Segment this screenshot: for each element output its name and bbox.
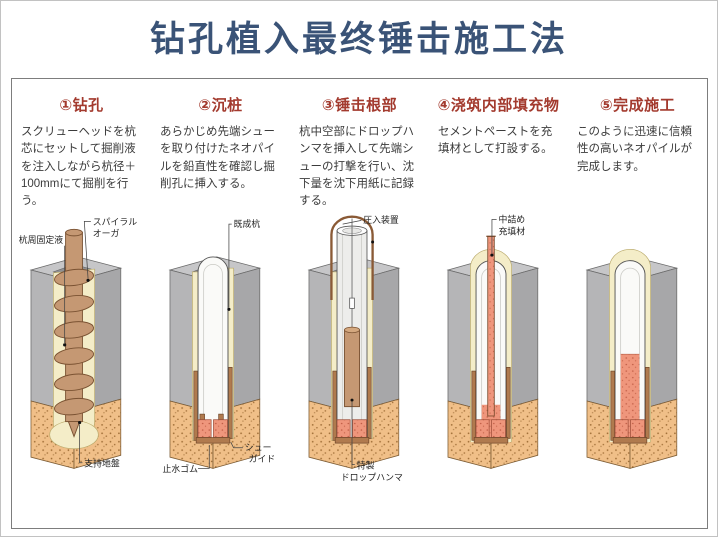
drop-hammer: [344, 326, 360, 408]
label-drop-hammer-2: ドロップハンマ: [341, 473, 403, 483]
pile-shoe: [195, 413, 231, 444]
step-description: このように迅速に信頼性の高いネオパイルが完成します。: [577, 126, 692, 173]
label-existing-pile: 既成杭: [234, 218, 261, 229]
step-title: ④浇筑内部填充物: [437, 97, 560, 114]
step-column-filling: ④浇筑内部填充物 セメントペーストを充填材として打設する。: [429, 79, 568, 528]
leader-line: [342, 220, 362, 225]
diagram-drilling-icon: 杭周固定液 スパイラル オーガ 支持地盤: [19, 217, 137, 469]
label-support-ground: 支持地盤: [84, 458, 120, 469]
pile-wall-line: [203, 264, 223, 441]
step-title: ⑤完成施工: [599, 97, 676, 114]
shoe-guide: [367, 366, 372, 439]
step-description: セメントペーストを充填材として打設する。: [438, 126, 553, 156]
leader-line: [79, 424, 83, 464]
leader-line: [228, 223, 232, 308]
label-pile-fixing-liquid: 杭周固定液: [19, 234, 63, 245]
step-title: ②沉桩: [198, 97, 243, 114]
pile-shoe: [610, 366, 650, 444]
leader-line: [491, 219, 497, 254]
diagram-filling-icon: 中詰め 充填材: [446, 213, 540, 469]
label-shoe-guide-2: ガイド: [249, 454, 276, 464]
filled-core: [620, 354, 640, 439]
shoe-guide: [193, 370, 198, 441]
leader-dot: [86, 278, 90, 282]
cable-connector: [349, 297, 355, 309]
leader-line: [198, 444, 210, 469]
label-drop-hammer-1: 特製: [357, 459, 375, 470]
step-column-completion: ⑤完成施工 このように迅速に信頼性の高いネオパイルが完成します。: [568, 79, 707, 528]
shoe-guide: [332, 370, 337, 441]
press-in-device: [330, 215, 374, 300]
step-title: ①钻孔: [59, 97, 104, 114]
leader-dot: [350, 398, 354, 402]
precast-pile: [197, 256, 229, 441]
leader-line: [230, 442, 243, 449]
leader-dot: [371, 240, 375, 244]
diagram-pile-insertion-icon: 既成杭 止水ゴム シュー ガイド: [162, 218, 276, 474]
step-description: 杭中空部にドロップハンマを挿入して先端シューの打撃を行い、沈下量を沈下用紙に記録…: [299, 126, 414, 207]
label-press-in-device: 圧入装置: [363, 214, 399, 225]
spiral-auger: [54, 228, 95, 438]
shoe-guide: [228, 366, 233, 439]
leader-line: [351, 401, 355, 466]
step-column-pile-insertion: ②沉桩 あらかじめ先端シューを取り付けたネオパイルを鉛直性を確認し掘削孔に挿入す…: [151, 79, 290, 528]
leader-dot: [63, 343, 67, 347]
label-spiral-auger-2: オーガ: [93, 228, 120, 238]
diagram-hammering-icon: 圧入装置 特製 ドロップハンマ: [307, 214, 403, 483]
label-inner-filling-1: 中詰め: [499, 213, 526, 224]
leader-line: [83, 220, 91, 279]
auger-tip: [67, 421, 81, 438]
step-column-drilling: ①钻孔 スクリューヘッドを杭芯にセットして掘削液を注入しながら杭径＋100mmに…: [12, 79, 151, 528]
leader-dot: [227, 307, 231, 311]
leader-dot: [78, 420, 82, 425]
label-spiral-auger-1: スパイラル: [93, 217, 137, 227]
tremie-pipe: [486, 235, 496, 417]
label-shoe-guide-1: シュー: [245, 443, 272, 453]
page-title: 钻孔植入最终锤击施工法: [149, 20, 568, 59]
step-column-hammering: ③锤击根部 杭中空部にドロップハンマを挿入して先端シューの打撃を行い、沈下量を沈…: [290, 79, 429, 528]
process-panel: ①钻孔 スクリューヘッドを杭芯にセットして掘削液を注入しながら杭径＋100mmに…: [11, 78, 708, 529]
step-title: ③锤击根部: [321, 97, 398, 114]
pile-wall-line: [620, 267, 640, 441]
step-description: あらかじめ先端シューを取り付けたネオパイルを鉛直性を確認し掘削孔に挿入する。: [160, 126, 275, 190]
step-description: スクリューヘッドを杭芯にセットして掘削液を注入しながら杭径＋100mmにて掘削を…: [21, 126, 136, 207]
leader-dot: [490, 253, 494, 257]
diagram-completion-icon: [585, 249, 679, 469]
label-water-stop-rubber: 止水ゴム: [162, 463, 198, 474]
pile-shoe: [471, 366, 511, 444]
label-inner-filling-2: 充填材: [499, 225, 526, 236]
